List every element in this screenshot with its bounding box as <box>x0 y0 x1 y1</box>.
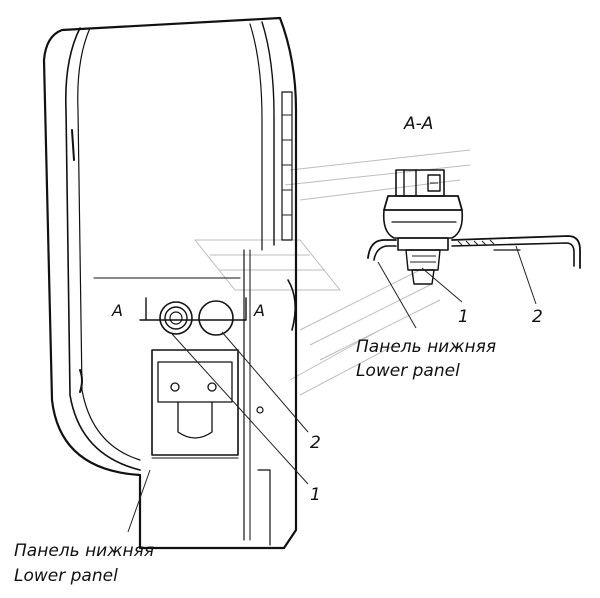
section-title: A-A <box>403 114 433 134</box>
caption-section-ru: Панель нижняя <box>356 337 496 357</box>
section-marker-line <box>139 297 247 321</box>
component-2-front <box>198 300 234 336</box>
callout-section-2: 2 <box>532 307 543 327</box>
callout-front-1: 1 <box>310 485 321 505</box>
component-1-front <box>159 301 193 335</box>
callout-front-2: 2 <box>310 433 321 453</box>
caption-section-en: Lower panel <box>356 361 460 381</box>
front-leaders <box>127 331 309 533</box>
section-view <box>367 169 581 285</box>
lower-panel-plate <box>151 349 239 459</box>
cab-body <box>42 16 298 550</box>
caption-main-ru: Панель нижняя <box>14 541 154 561</box>
section-marker-right: A <box>253 301 265 320</box>
section-marker-left: A <box>111 301 123 320</box>
section-leaders <box>377 245 537 329</box>
background-watermark <box>193 149 471 396</box>
callout-section-1: 1 <box>458 307 469 327</box>
caption-main-en: Lower panel <box>14 566 118 586</box>
